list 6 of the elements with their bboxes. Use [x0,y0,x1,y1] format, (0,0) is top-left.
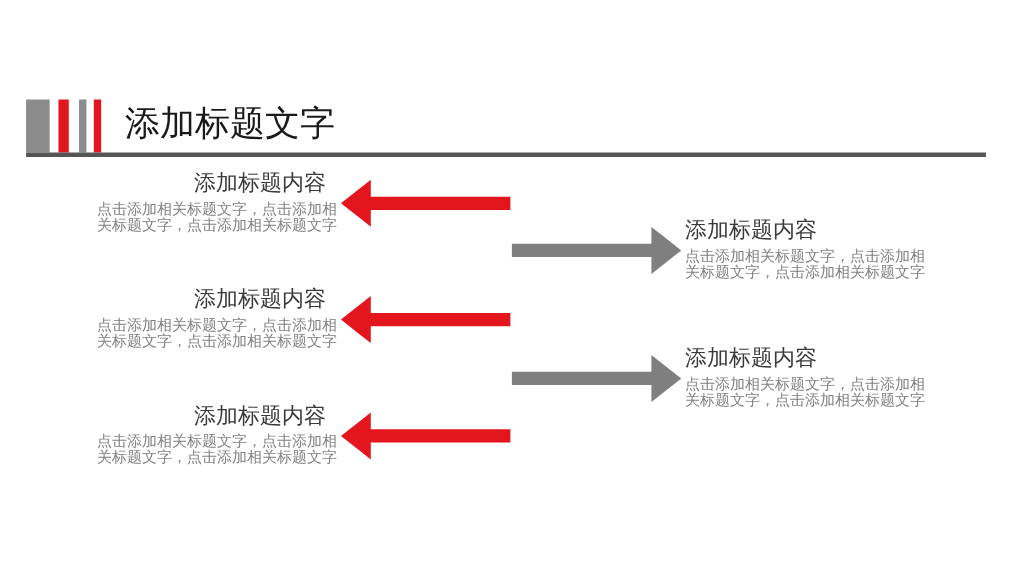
diagram-title: 添加标题文字 [124,101,335,143]
node-text: 添加标题内容 点击添加相关标题文字，点击添加相关标题文字，点击添加相关标题文字 [684,216,925,280]
node-text: 添加标题内容 点击添加相关标题文字，点击添加相关标题文字，点击添加相关标题文字 [96,402,337,465]
node-text: 添加标题内容 点击添加相关标题文字，点击添加相关标题文字，点击添加相关标题文字 [96,169,337,233]
node-text: 添加标题内容 点击添加相关标题文字，点击添加相关标题文字，点击添加相关标题文字 [96,285,337,349]
node-text: 添加标题内容 点击添加相关标题文字，点击添加相关标题文字，点击添加相关标题文字 [684,344,925,408]
